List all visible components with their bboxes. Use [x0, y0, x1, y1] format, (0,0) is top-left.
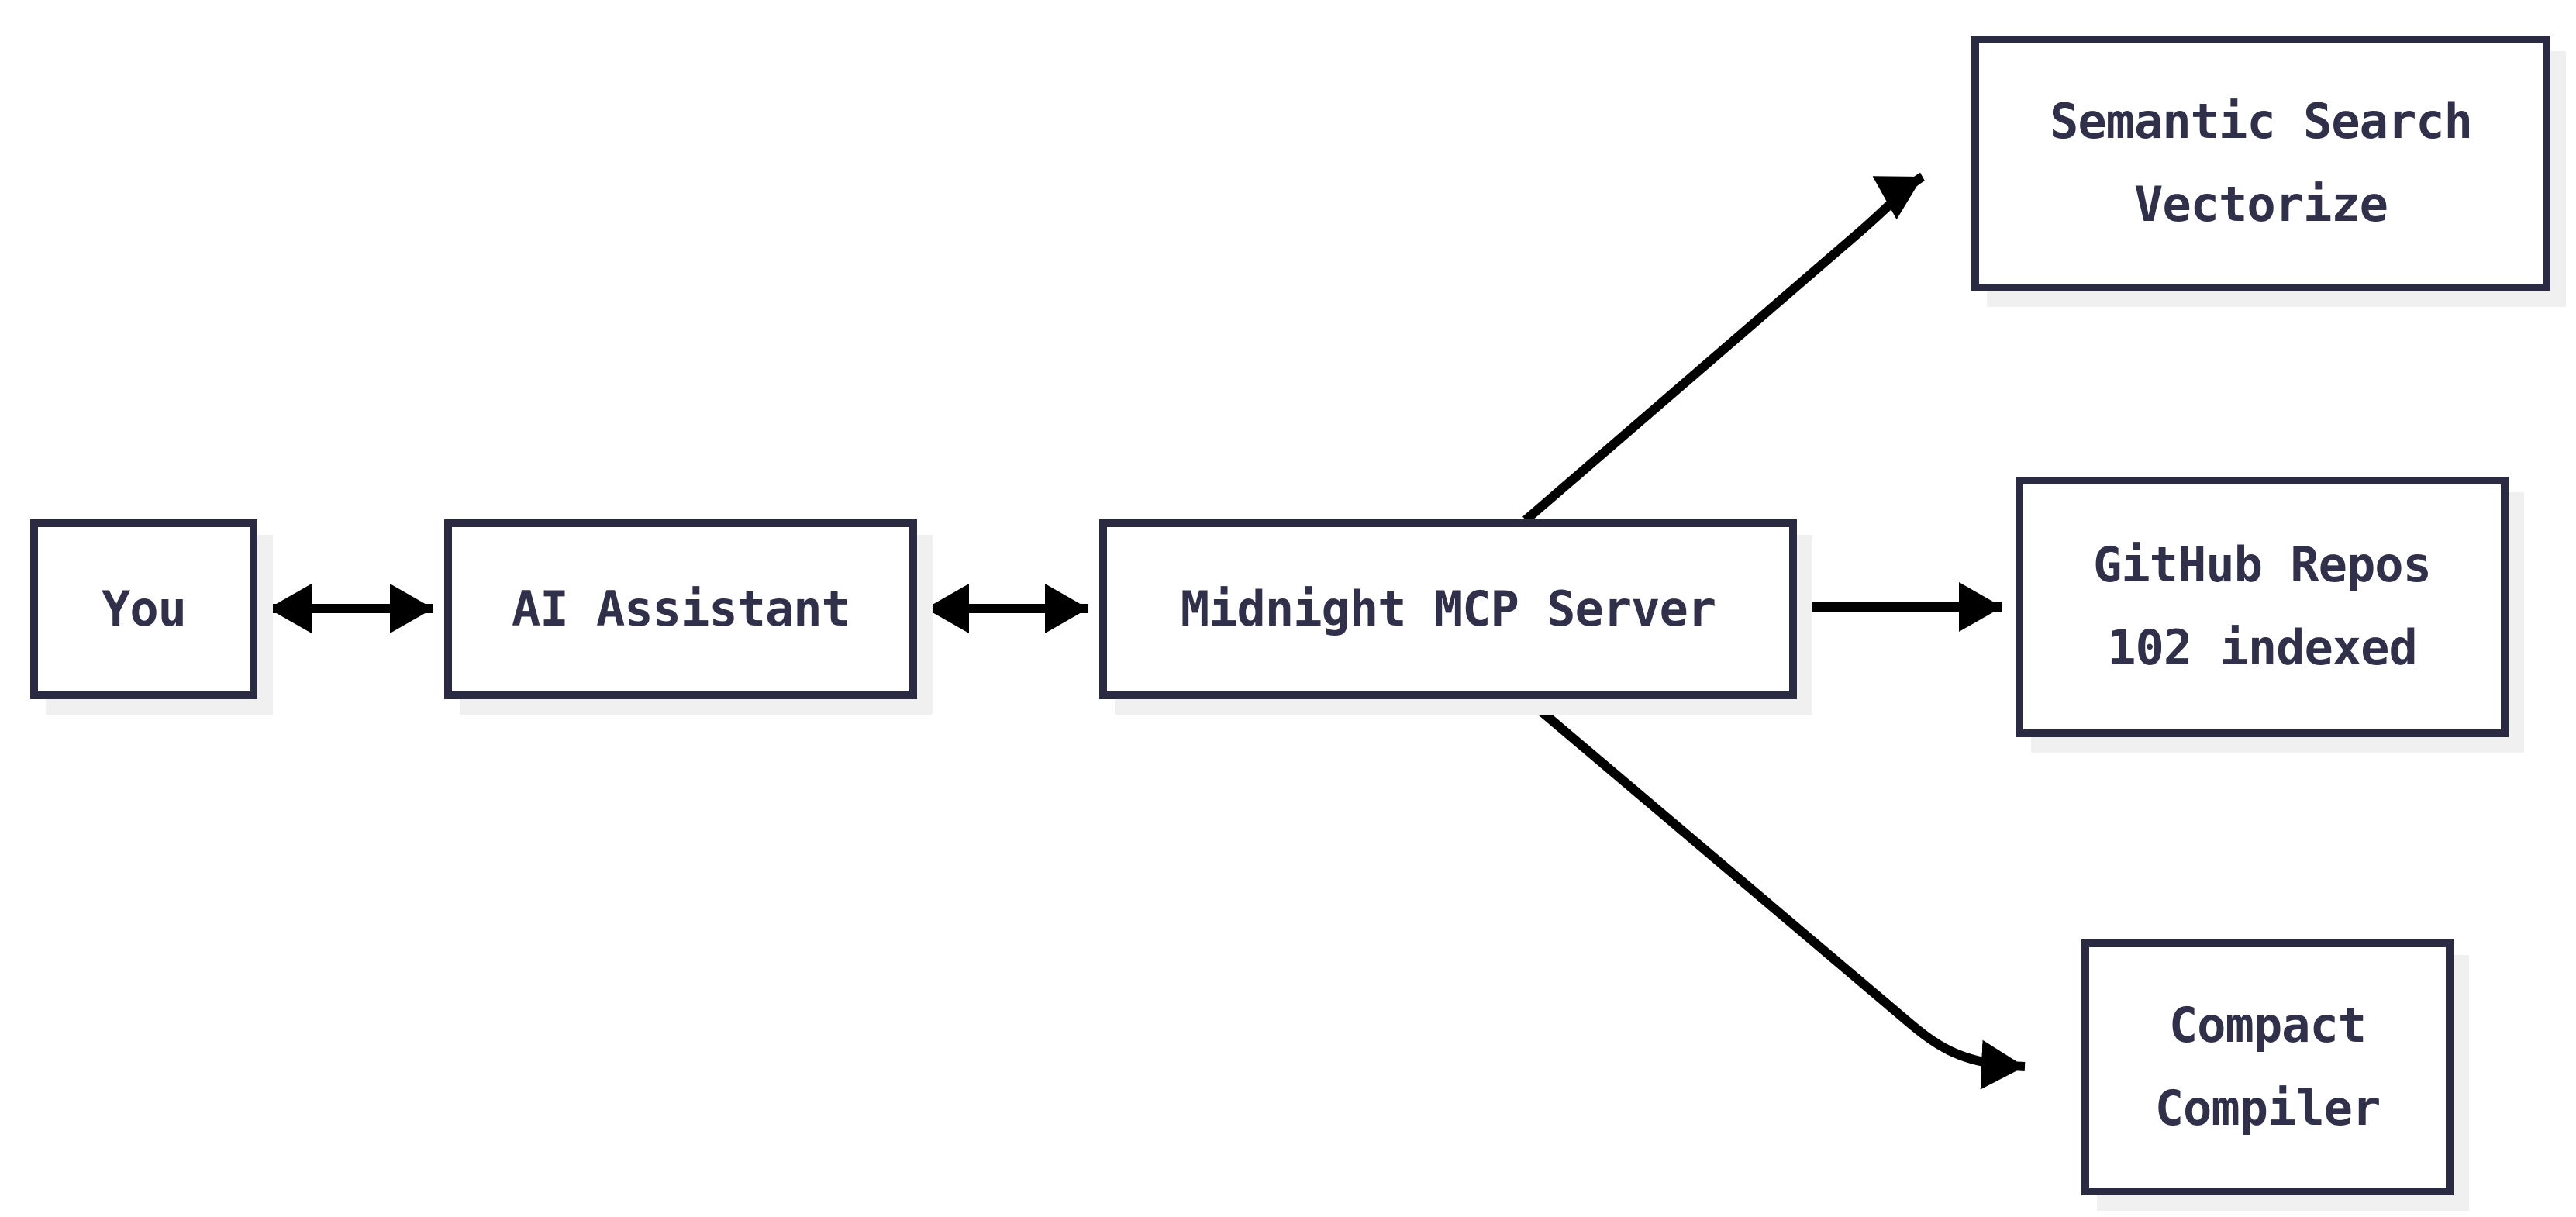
- node-compact-compiler-line2: Compiler: [2154, 1080, 2381, 1136]
- node-ai-assistant: AI Assistant: [444, 519, 917, 699]
- node-compact-compiler-line1: Compact: [2168, 997, 2367, 1054]
- node-github-repos-line1: GitHub Repos: [2093, 536, 2432, 594]
- node-semantic-search-line2: Vectorize: [2134, 176, 2388, 233]
- node-midnight-mcp-server-label: Midnight MCP Server: [1180, 580, 1716, 637]
- node-github-repos: GitHub Repos 102 indexed: [2016, 477, 2509, 737]
- node-midnight-mcp-server: Midnight MCP Server: [1099, 519, 1797, 699]
- edge-mcp-semantic-arrow: [1522, 172, 1926, 524]
- edge-mcp-compiler-arrow: [1526, 697, 2026, 1090]
- node-ai-assistant-label: AI Assistant: [512, 580, 850, 637]
- node-compact-compiler: Compact Compiler: [2081, 939, 2454, 1195]
- node-semantic-search-line1: Semantic Search: [2050, 93, 2473, 150]
- node-you-label: You: [102, 580, 187, 637]
- node-you: You: [30, 519, 257, 699]
- node-github-repos-line2: 102 indexed: [2107, 619, 2418, 676]
- node-semantic-search-vectorize: Semantic Search Vectorize: [1971, 36, 2550, 291]
